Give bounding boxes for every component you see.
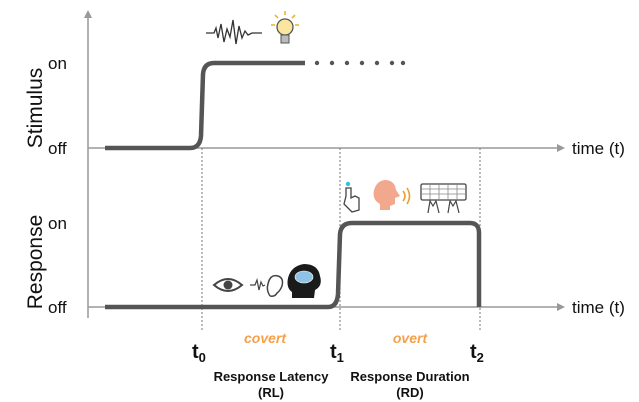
- stimulus-panel-title: Stimulus: [24, 68, 47, 149]
- response-on-label: on: [48, 214, 67, 233]
- response-duration-label: Response Duration: [350, 369, 469, 384]
- response-latency-abbr: (RL): [258, 385, 284, 400]
- sound-wave-icon: [206, 19, 262, 45]
- response-duration-abbr: (RD): [396, 385, 423, 400]
- ear-icon: [250, 274, 284, 297]
- finger-tap-icon: [343, 181, 360, 213]
- stimulus-off-label: off: [48, 139, 67, 158]
- covert-phase-label: covert: [244, 330, 287, 346]
- stimulus-signal-curve: [105, 60, 305, 151]
- speaking-head-icon: [373, 180, 411, 210]
- eye-icon: [212, 278, 244, 292]
- t1-marker: t1: [330, 341, 344, 365]
- response-latency-label: Response Latency: [214, 369, 330, 384]
- stimulus-on-label: on: [48, 54, 67, 73]
- t0-marker: t0: [192, 341, 206, 365]
- response-signal-curve: [105, 220, 482, 310]
- response-time-axis-label: time (t): [572, 298, 625, 317]
- overt-phase-label: overt: [393, 330, 429, 346]
- stimulus-continuation-dots: [314, 60, 406, 66]
- brain-head-icon: [287, 264, 321, 298]
- stimulus-time-axis-label: time (t): [572, 139, 625, 158]
- response-off-label: off: [48, 298, 67, 317]
- keyboard-typing-icon: [420, 183, 467, 214]
- light-bulb-icon: [271, 11, 299, 44]
- response-panel-title: Response: [24, 215, 47, 310]
- t2-marker: t2: [470, 341, 484, 365]
